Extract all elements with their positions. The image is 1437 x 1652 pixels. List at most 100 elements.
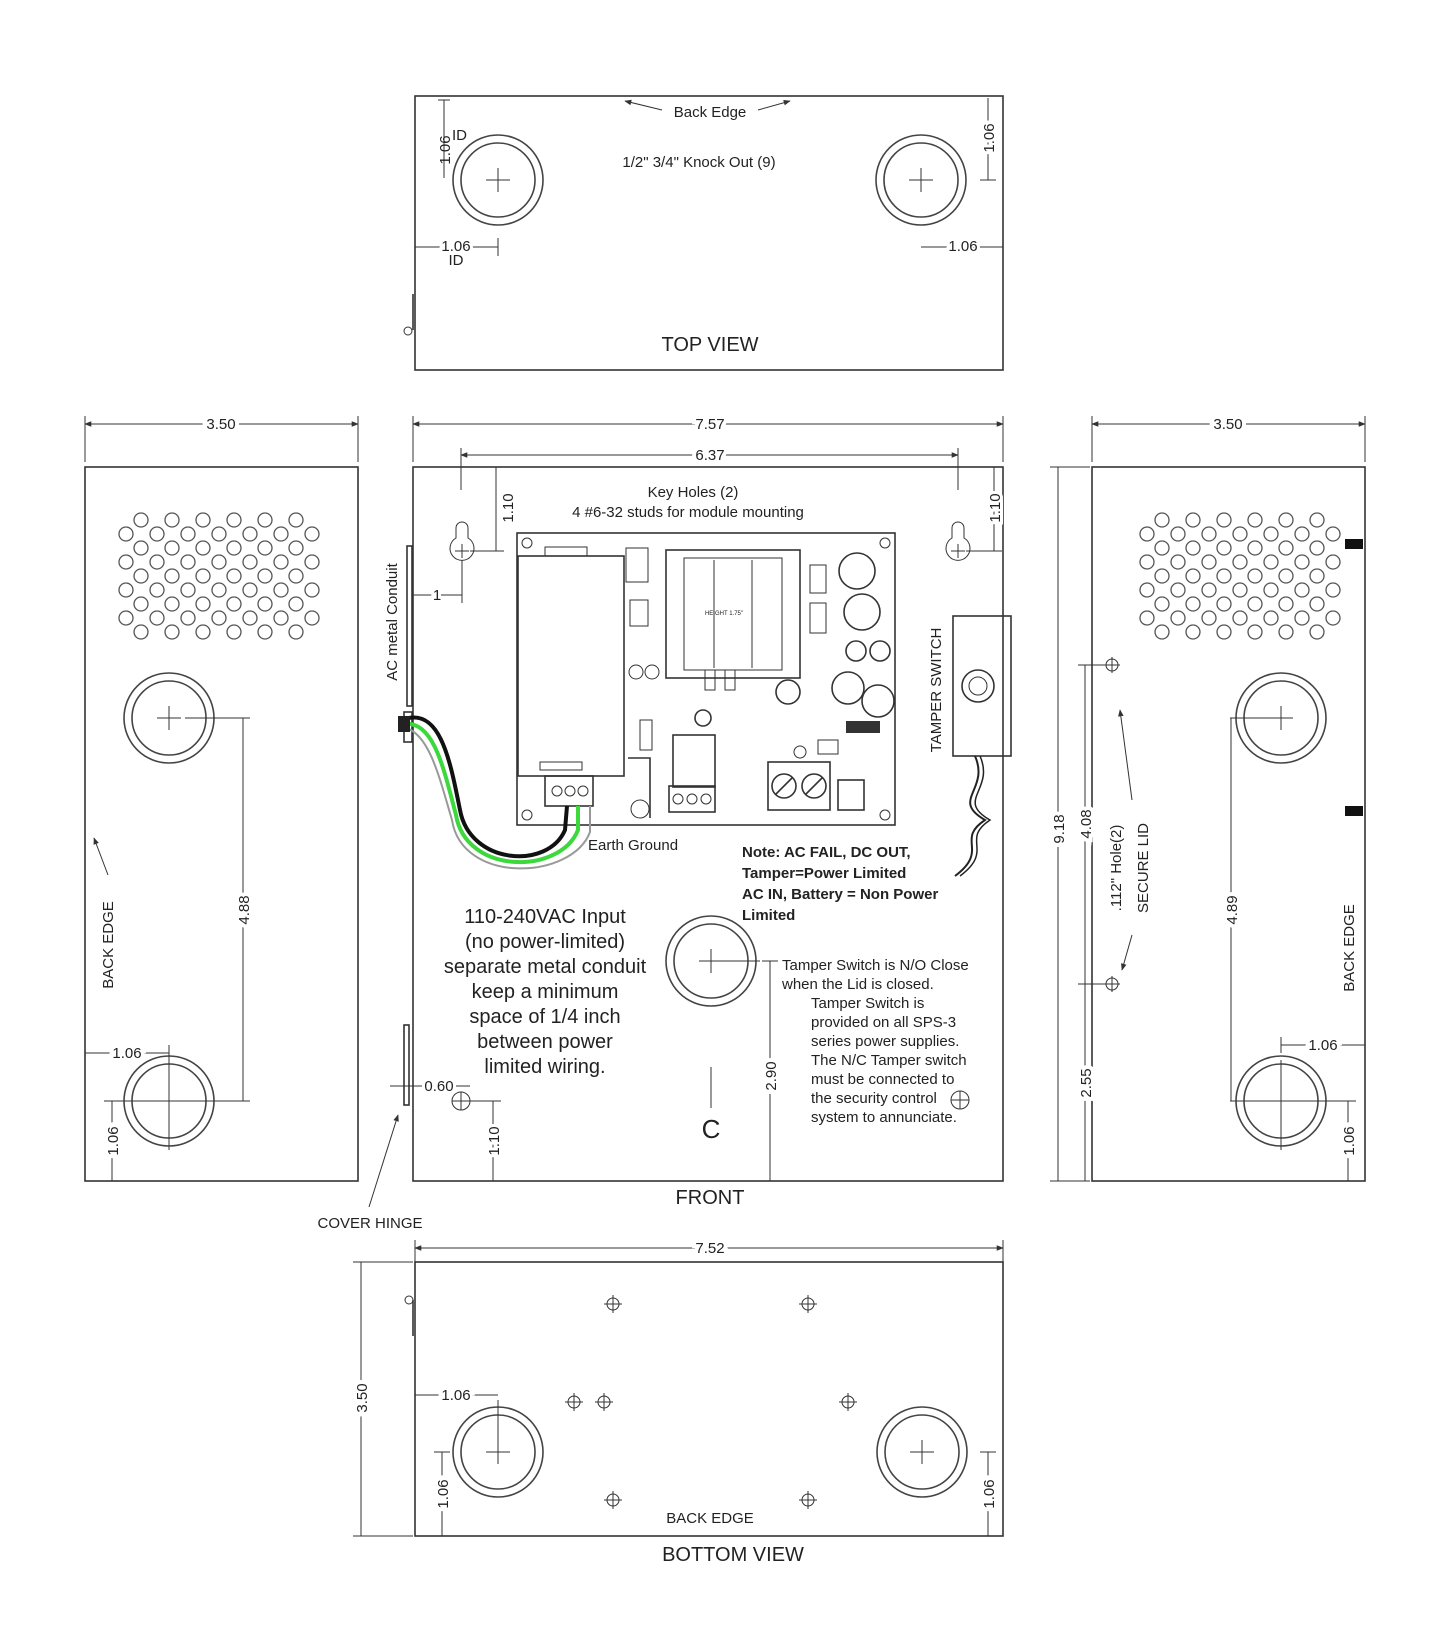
battery-terminal: [837, 779, 865, 811]
vent-hole: [273, 582, 289, 598]
vent-hole: [304, 582, 320, 598]
front-view: 7.57 6.37 1.10 1.10 1 Key Holes (2) 4 #6…: [317, 412, 1012, 1232]
vent-hole: [211, 610, 227, 626]
right-side-view: 3.50 .112" Hole(2) SECURE LID 9.18 4.08: [1047, 412, 1366, 1182]
ac-input-note: 110-240VAC Input (no power-limited) sepa…: [444, 906, 647, 1078]
vent-hole: [288, 568, 304, 584]
secure-lid-arrow: [1118, 709, 1133, 801]
tamper-note-line: Tamper Switch is: [811, 995, 924, 1012]
top-dim-id-upper: ID: [452, 127, 467, 144]
board-height-label: HEIGHT 1.75": [705, 611, 743, 617]
vent-hole: [288, 512, 304, 528]
vent-hole: [1294, 526, 1310, 542]
hole-note: .112" Hole(2): [1108, 825, 1125, 912]
vent-hole: [1278, 624, 1294, 640]
tamper-switch-label: TAMPER SWITCH: [928, 628, 945, 753]
vent-hole: [1170, 610, 1186, 626]
left-side-outline: [84, 466, 359, 1182]
top-dim-id-lower: ID: [449, 252, 464, 269]
input-line: between power: [477, 1031, 613, 1053]
vent-grid: [118, 512, 320, 640]
vent-hole: [257, 512, 273, 528]
power-supply-board: HEIGHT 1.75": [516, 532, 896, 826]
vent-hole: [1216, 624, 1232, 640]
vent-hole: [1170, 526, 1186, 542]
vent-hole: [1309, 596, 1325, 612]
vent-hole: [273, 526, 289, 542]
vent-hole: [149, 582, 165, 598]
vent-hole: [195, 512, 211, 528]
vent-hole: [164, 568, 180, 584]
vent-hole: [1216, 596, 1232, 612]
mount-hole-icon: [799, 1491, 817, 1509]
left-height-488: 4.88: [236, 895, 253, 924]
front-keyhole-dim-110-right: 1.10: [987, 493, 1004, 522]
vent-hole: [195, 624, 211, 640]
cover-hinge-label: COVER HINGE: [317, 1215, 422, 1232]
vent-hole: [1325, 610, 1341, 626]
right-back-edge-label: BACK EDGE: [1341, 904, 1358, 992]
vent-hole: [164, 540, 180, 556]
right-height-918: 9.18: [1051, 814, 1068, 843]
tamper-switch-note: Tamper Switch is N/O Close when the Lid …: [781, 957, 969, 1126]
tamper-note-line: provided on all SPS-3: [811, 1014, 956, 1031]
front-width-637: 6.37: [695, 447, 724, 464]
top-dim-right-horizontal-106: 1.06: [948, 238, 977, 255]
input-line: (no power-limited): [465, 931, 625, 953]
power-limited-note: Note: AC FAIL, DC OUT, Tamper=Power Limi…: [742, 844, 938, 924]
keyhole-icon: [945, 521, 971, 561]
ac-conduit: [406, 545, 413, 707]
vent-hole: [288, 540, 304, 556]
cover-hinge: [403, 1024, 410, 1106]
vent-hole: [133, 624, 149, 640]
secure-lid-hole-icon: [1104, 657, 1120, 673]
hinge-pin-icon: [403, 326, 413, 336]
tamper-note-line: Tamper Switch is N/O Close: [782, 957, 969, 974]
vent-hole: [242, 526, 258, 542]
vent-hole: [273, 610, 289, 626]
mount-hole-icon: [799, 1295, 817, 1313]
top-dim-left-106: 1.06: [437, 135, 454, 164]
tamper-note-line: when the Lid is closed.: [781, 976, 934, 993]
vent-hole: [118, 582, 134, 598]
vent-hole: [288, 624, 304, 640]
vent-hole: [1170, 582, 1186, 598]
vent-hole: [164, 512, 180, 528]
bottom-horizontal-106: 1.06: [441, 1387, 470, 1404]
mount-hole-group: [565, 1295, 857, 1509]
note-line: Limited: [742, 907, 795, 924]
vent-hole: [211, 526, 227, 542]
front-dim-060: 0.60: [424, 1078, 453, 1095]
vent-hole: [1278, 596, 1294, 612]
vent-hole: [118, 526, 134, 542]
vent-hole: [1294, 610, 1310, 626]
vent-hole: [180, 554, 196, 570]
vent-hole: [133, 596, 149, 612]
bottom-view-title: BOTTOM VIEW: [662, 1544, 804, 1566]
back-edge-arrow-right: [757, 100, 791, 111]
vent-hole: [1154, 540, 1170, 556]
vent-hole: [1232, 526, 1248, 542]
knockout-note: 1/2" 3/4" Knock Out (9): [622, 154, 775, 171]
vent-hole: [1232, 610, 1248, 626]
vent-hole: [1309, 540, 1325, 556]
c-mark: C: [702, 1114, 721, 1144]
mount-hole-icon: [839, 1393, 857, 1411]
vent-hole: [164, 596, 180, 612]
vent-hole: [1201, 610, 1217, 626]
right-height-408: 4.08: [1078, 809, 1095, 838]
input-line: 110-240VAC Input: [464, 906, 626, 928]
mount-hole-icon: [604, 1295, 622, 1313]
vent-hole: [257, 568, 273, 584]
top-view-outline: [414, 95, 1004, 371]
vent-hole: [1247, 596, 1263, 612]
vent-hole: [273, 554, 289, 570]
right-horizontal-106: 1.06: [1308, 1037, 1337, 1054]
vent-hole: [1185, 596, 1201, 612]
vent-hole: [1170, 554, 1186, 570]
front-dim-1: 1: [433, 587, 441, 604]
vent-hole: [1325, 554, 1341, 570]
keyhole-icon: [449, 521, 475, 561]
secure-lid-hole-icon: [1104, 976, 1120, 992]
vent-hole: [1232, 582, 1248, 598]
